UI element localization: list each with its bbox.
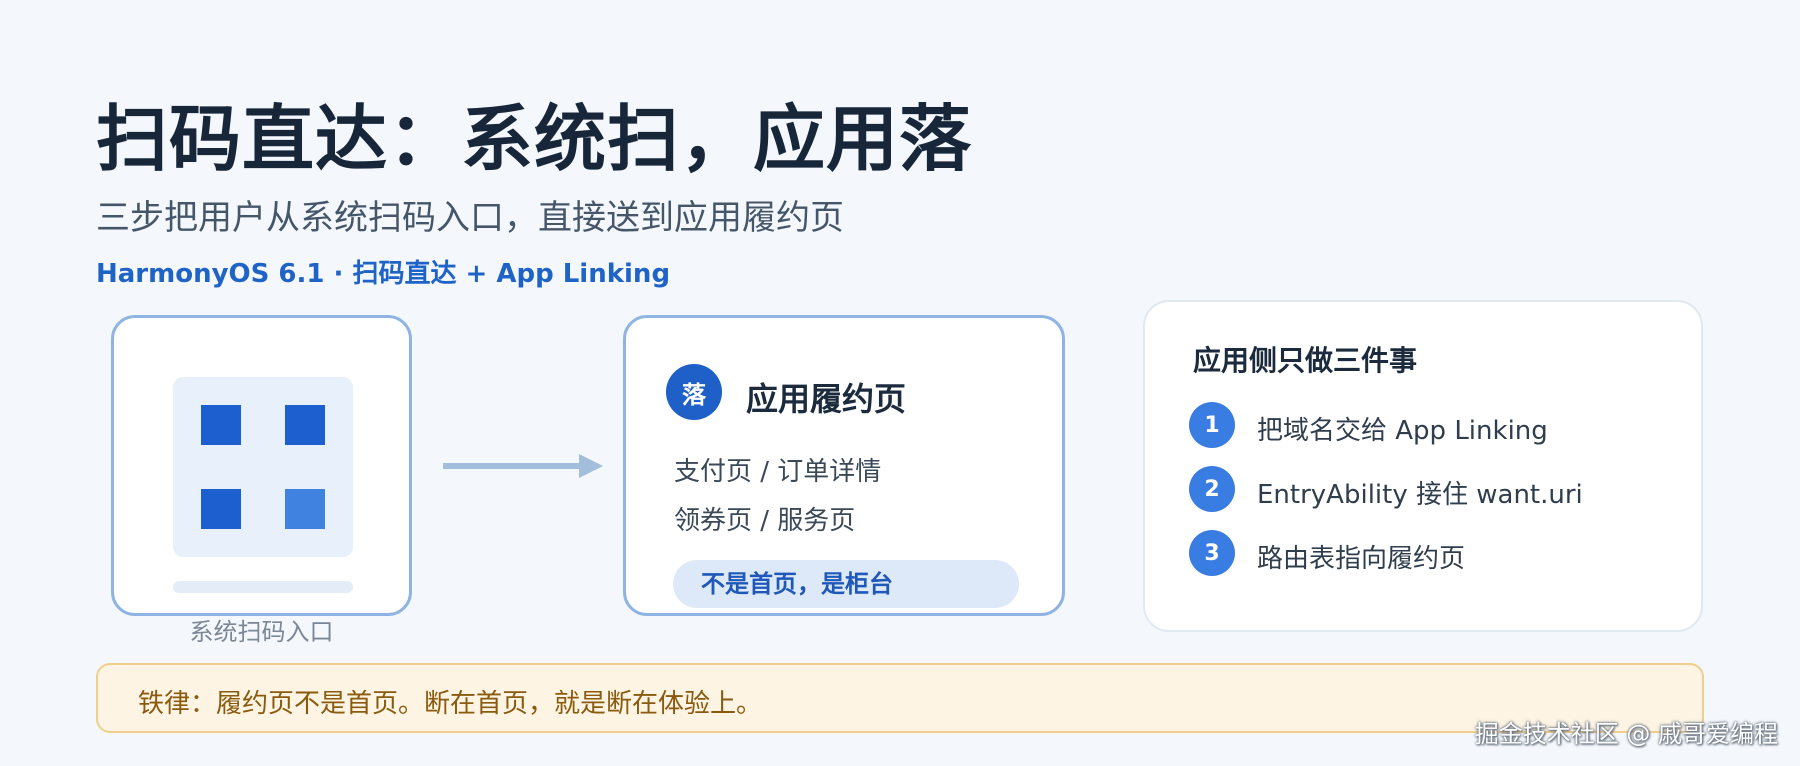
arrow-right-icon	[443, 454, 603, 478]
rule-text: 铁律：履约页不是首页。断在首页，就是断在体验上。	[138, 689, 763, 719]
landing-line: 支付页 / 订单详情	[674, 457, 882, 487]
landing-line: 领券页 / 服务页	[674, 506, 856, 536]
qr-block	[285, 489, 325, 529]
qr-block	[285, 405, 325, 445]
landing-page-card: 落 应用履约页 支付页 / 订单详情 领券页 / 服务页 不是首页，是柜台	[623, 315, 1065, 616]
qr-block	[201, 405, 241, 445]
page-title: 扫码直达：系统扫，应用落	[96, 97, 973, 181]
landing-badge: 落	[666, 364, 722, 420]
steps-title: 应用侧只做三件事	[1193, 344, 1418, 377]
watermark: 掘金技术社区 @ 戚哥爱编程	[1474, 720, 1778, 748]
step-text: 路由表指向履约页	[1257, 544, 1466, 574]
step-number: 2	[1189, 466, 1235, 512]
scan-entry-caption: 系统扫码入口	[189, 618, 334, 646]
landing-pill: 不是首页，是柜台	[673, 560, 1019, 608]
step-text: 把域名交给 App Linking	[1257, 416, 1548, 446]
step-text: EntryAbility 接住 want.uri	[1257, 480, 1583, 510]
steps-panel: 应用侧只做三件事 1 把域名交给 App Linking 2 EntryAbil…	[1143, 300, 1703, 632]
step-number: 3	[1189, 530, 1235, 576]
scan-entry-card	[111, 315, 412, 616]
step-number: 1	[1189, 402, 1235, 448]
placeholder-bar	[173, 581, 353, 593]
qr-block	[201, 489, 241, 529]
tagline: HarmonyOS 6.1 · 扫码直达 + App Linking	[96, 259, 671, 289]
rule-banner: 铁律：履约页不是首页。断在首页，就是断在体验上。	[96, 663, 1704, 733]
landing-title: 应用履约页	[746, 380, 907, 418]
qr-code-icon	[173, 377, 353, 557]
page-subtitle: 三步把用户从系统扫码入口，直接送到应用履约页	[96, 198, 844, 238]
